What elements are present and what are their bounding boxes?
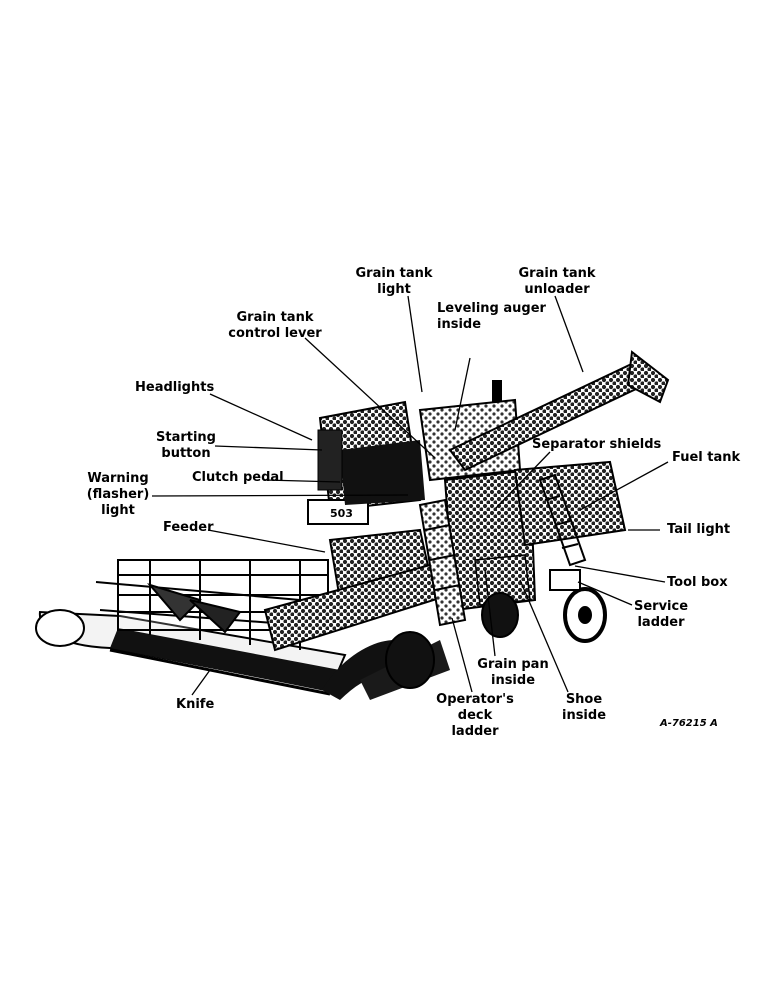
label-operators-deck-ladder: Operator's deck ladder — [436, 692, 514, 739]
figure-reference: A-76215 A — [660, 718, 718, 729]
label-grain-pan: Grain pan inside — [477, 657, 549, 688]
label-clutch-pedal: Clutch pedal — [192, 470, 284, 485]
label-grain-tank-control-lever: Grain tank control lever — [228, 310, 322, 341]
leader-grain-tank-unloader — [554, 295, 584, 373]
unloader-auger — [448, 350, 670, 472]
leader-control-lever — [304, 337, 436, 459]
label-feeder: Feeder — [163, 520, 214, 535]
label-separator-shields: Separator shields — [532, 437, 662, 452]
leader-leveling-auger — [454, 357, 471, 431]
leader-shoe — [519, 579, 569, 693]
leader-lines — [151, 295, 669, 696]
leader-separator-shields — [495, 451, 551, 509]
wheels — [385, 569, 607, 689]
leader-starting-button — [214, 445, 323, 451]
label-warning-light: Warning (flasher) light — [86, 471, 150, 518]
leader-service-ladder — [577, 581, 633, 606]
ladders — [418, 473, 587, 627]
label-grain-tank-unloader: Grain tank unloader — [518, 266, 596, 297]
label-knife: Knife — [176, 697, 215, 712]
machine-plate: 503 — [330, 507, 353, 520]
leader-headlights — [209, 393, 313, 441]
leader-warning-light — [151, 494, 409, 497]
label-headlights: Headlights — [135, 380, 215, 395]
leader-grain-pan — [484, 569, 496, 657]
label-tool-box: Tool box — [667, 575, 728, 590]
label-shoe: Shoe inside — [561, 692, 607, 723]
label-leveling-auger: Leveling auger inside — [437, 301, 546, 332]
label-fuel-tank: Fuel tank — [672, 450, 741, 465]
leader-clutch-pedal — [264, 479, 341, 483]
label-starting-button: Starting button — [156, 430, 216, 461]
leader-feeder — [207, 529, 326, 553]
label-service-ladder: Service ladder — [633, 599, 689, 630]
leader-fuel-tank — [579, 461, 669, 511]
leader-deck-ladder — [451, 617, 473, 693]
leader-grain-tank-light — [407, 295, 423, 393]
label-grain-tank-light: Grain tank light — [355, 266, 433, 297]
leader-tool-box — [574, 565, 666, 583]
leader-knife — [191, 669, 211, 696]
header-platform — [35, 609, 347, 696]
label-tail-light: Tail light — [667, 522, 731, 537]
